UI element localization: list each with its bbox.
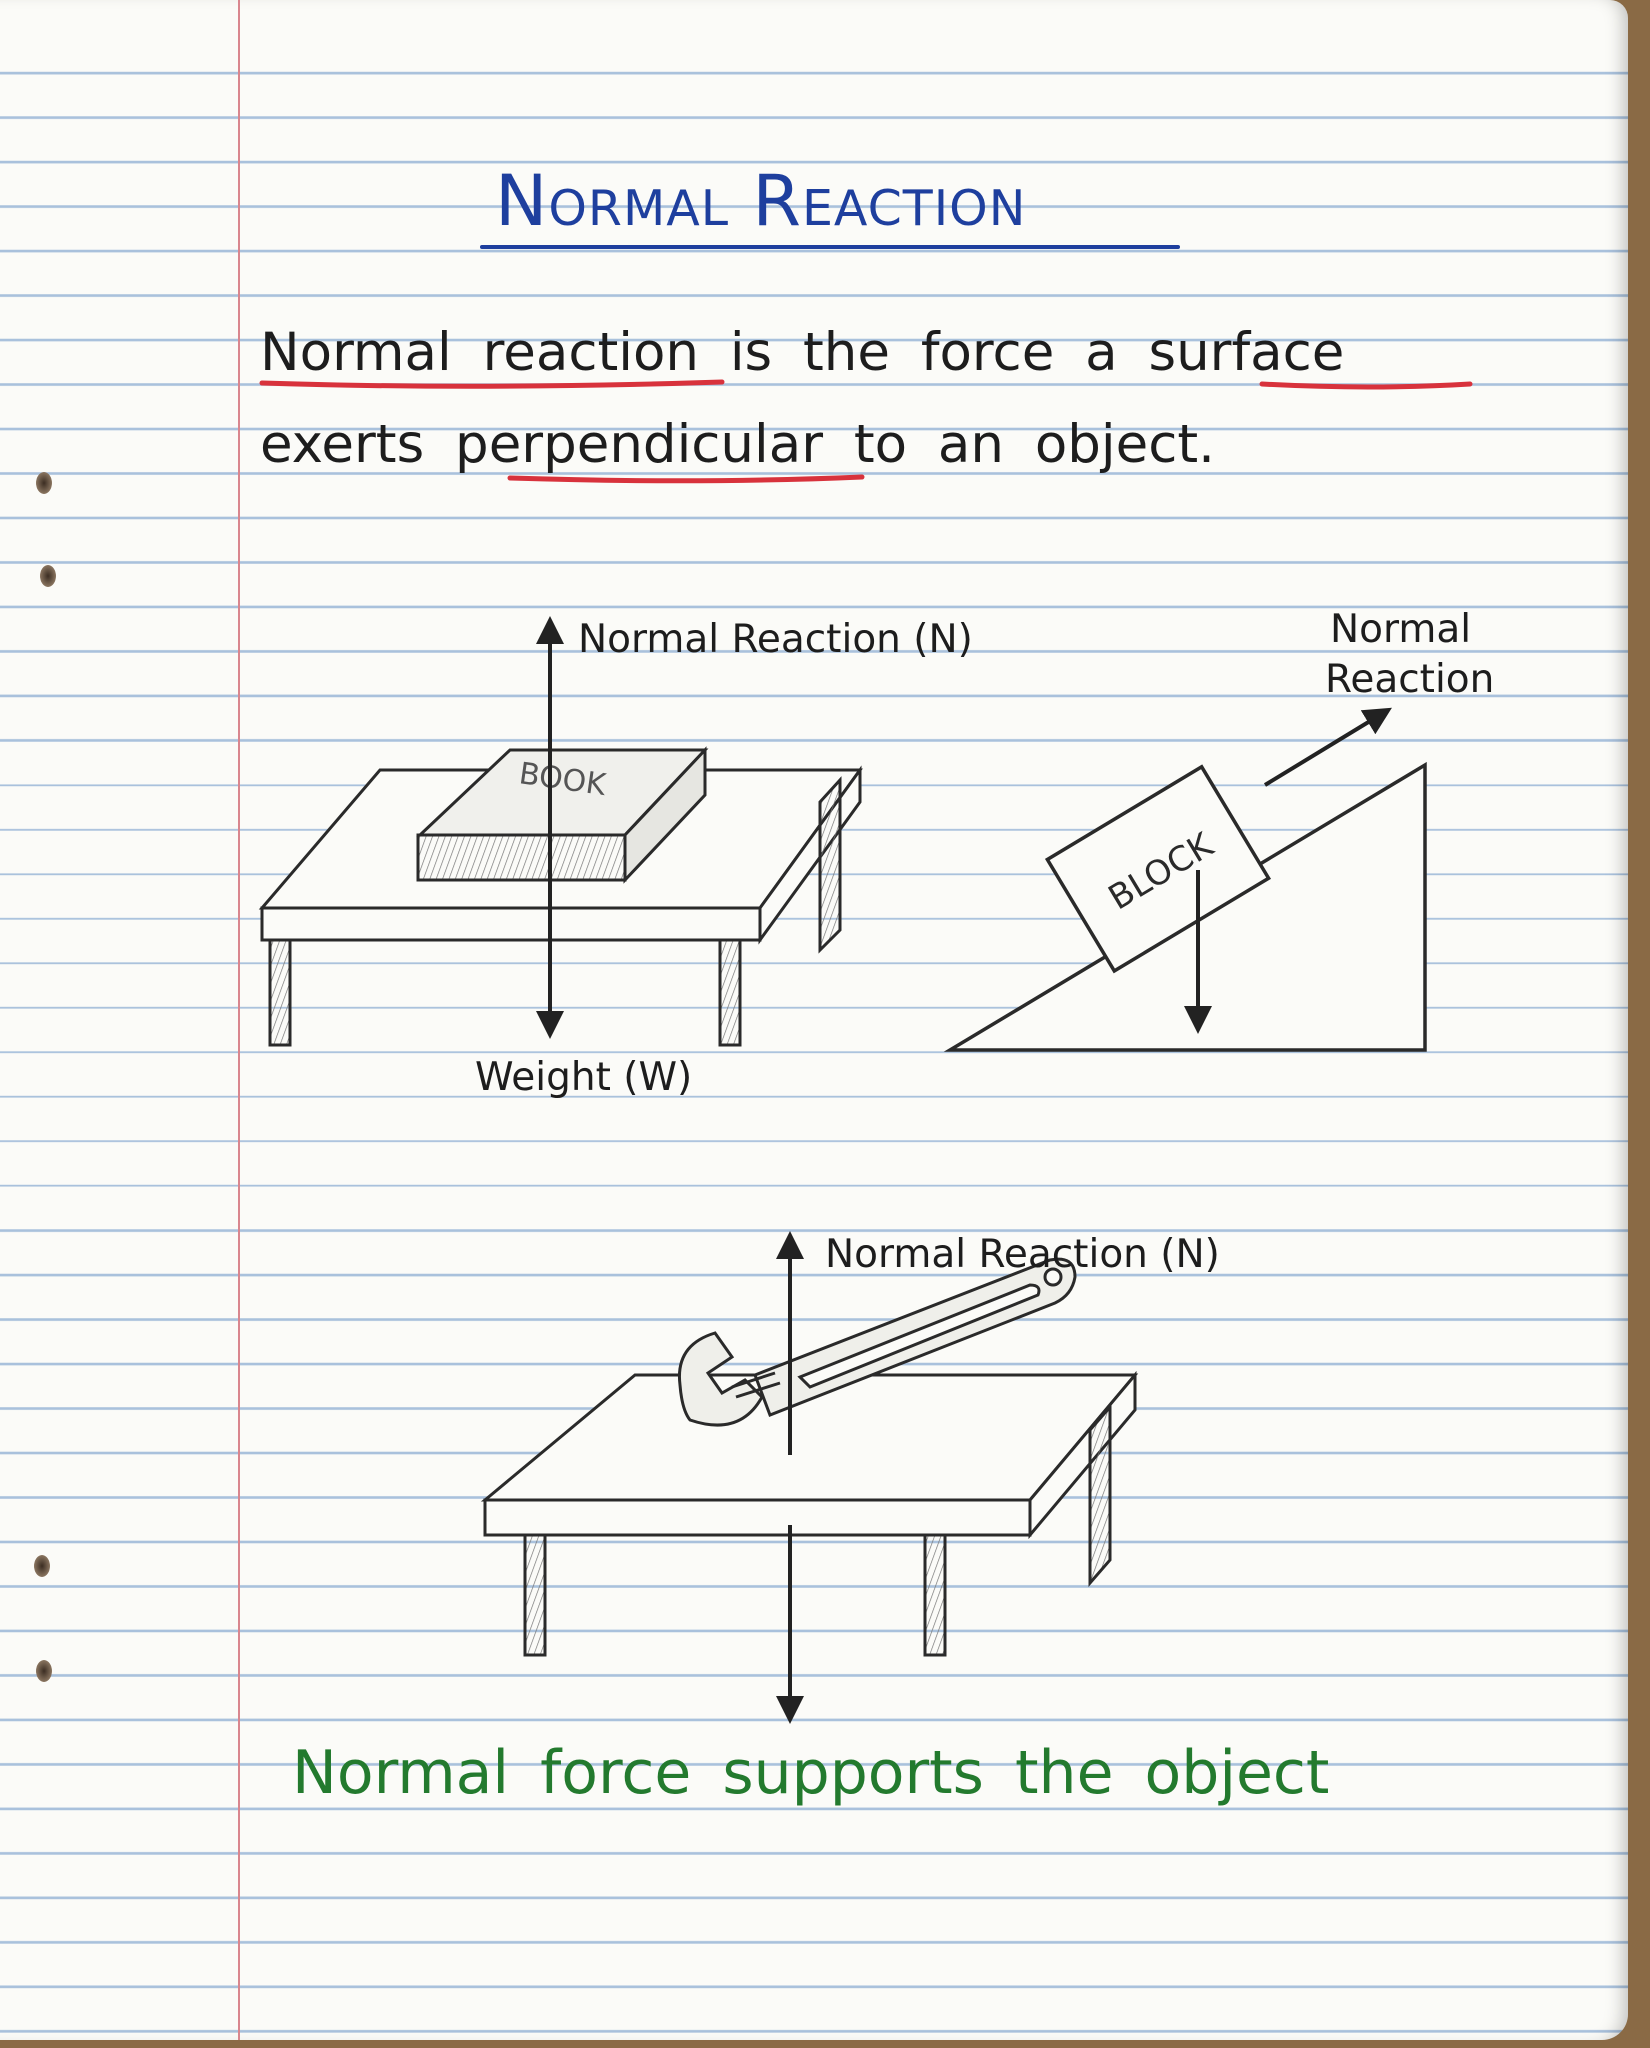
keyword-underlines [259,379,1473,484]
normal-reaction-label: Normal Reaction (N) [825,1232,1220,1277]
book: BOOK [416,746,709,884]
normal-reaction-arrow [1263,707,1392,787]
book-on-table-diagram: BOOK Normal Reaction (N) Weight (W) [258,616,973,1100]
caption: Normal force supports the object [292,1738,1330,1808]
table [480,1370,1139,1657]
normal-label-line1: Normal [1330,607,1471,652]
title-underline [480,245,1180,249]
normal-label-line2: Reaction (N) [1325,657,1500,702]
block: BLOCK [1044,764,1272,974]
binder-hole [40,565,56,587]
weight-label: Weight (W) [475,1055,692,1100]
binder-hole [34,1555,50,1577]
block-on-incline-diagram: BLOCK Normal Reaction (N) [943,607,1500,1052]
underline-normal-reaction [259,379,725,389]
binder-hole [36,1660,52,1682]
definition-line-2: exerts perpendicular to an object. [260,414,1216,475]
page-title: Normal Reaction [495,160,1027,242]
margin-line [238,0,240,2040]
normal-reaction-label: Normal Reaction (N) [578,617,973,662]
binder-hole [36,472,52,494]
wrench [677,1257,1077,1427]
underline-surface [1259,381,1473,390]
definition-line-1: Normal reaction is the force a surface [260,322,1345,383]
wrench-on-table-diagram: Normal Reaction (N) [480,1231,1220,1724]
underline-perpendicular [507,474,865,484]
